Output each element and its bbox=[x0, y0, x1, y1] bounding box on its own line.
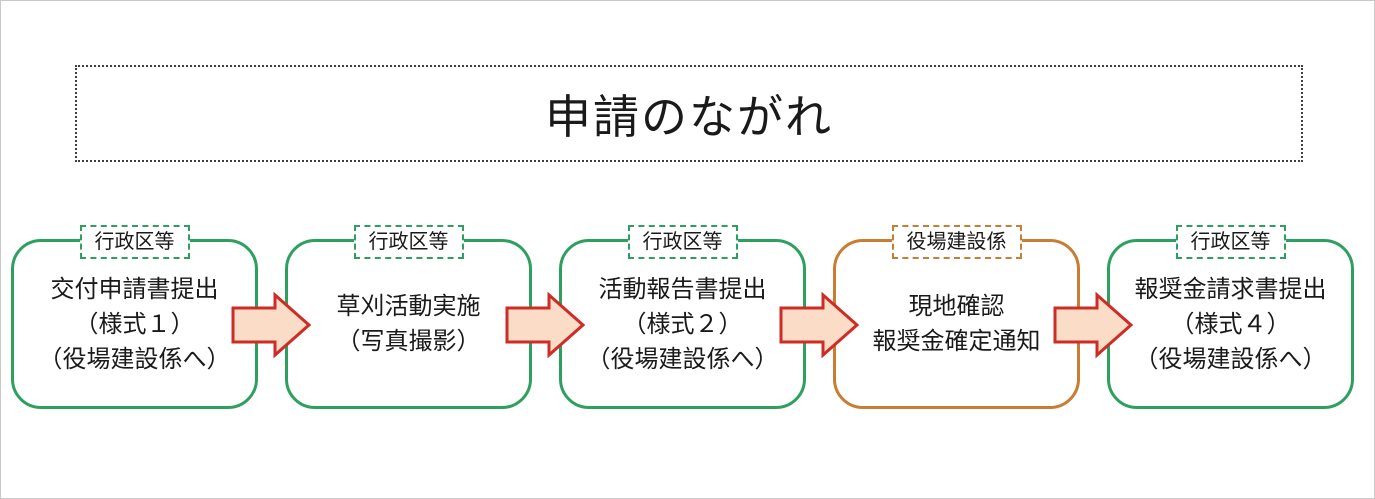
title-box: 申請のながれ bbox=[75, 65, 1303, 162]
page-title: 申請のながれ bbox=[545, 90, 833, 143]
actor-label-text: 行政区等 bbox=[1190, 231, 1271, 253]
step-text-line: （役場建設係へ） bbox=[1134, 345, 1327, 373]
step-text-line: （様式１） bbox=[74, 310, 195, 338]
flow-step-report: 行政区等 活動報告書提出 （様式２） （役場建設係へ） bbox=[559, 225, 806, 409]
step-text: 活動報告書提出 （様式２） （役場建設係へ） bbox=[587, 272, 779, 377]
step-text-line: （様式２） bbox=[622, 310, 743, 338]
step-text: 草刈活動実施 （写真撮影） bbox=[337, 289, 481, 359]
actor-label-text: 役場建設係 bbox=[906, 231, 1007, 253]
step-text-line: 報奨金確定通知 bbox=[872, 328, 1041, 355]
actor-label: 行政区等 bbox=[353, 225, 464, 259]
step-text-line: 報奨金請求書提出 bbox=[1134, 275, 1327, 303]
step-text-line: （写真撮影） bbox=[336, 328, 481, 355]
actor-label: 役場建設係 bbox=[891, 225, 1022, 259]
flow-step-application: 行政区等 交付申請書提出 （様式１） （役場建設係へ） bbox=[11, 225, 258, 409]
step-text-line: 活動報告書提出 bbox=[598, 275, 767, 303]
actor-label-text: 行政区等 bbox=[642, 231, 723, 253]
step-text-line: （役場建設係へ） bbox=[38, 345, 231, 373]
flow-arrow-icon bbox=[779, 290, 859, 360]
actor-label: 行政区等 bbox=[79, 225, 190, 259]
flow-step-inspection: 役場建設係 現地確認 報奨金確定通知 bbox=[833, 225, 1080, 409]
flow-diagram: 行政区等 交付申請書提出 （様式１） （役場建設係へ） 行政区等 草刈活動実施 … bbox=[11, 225, 1354, 409]
step-text-line: 交付申請書提出 bbox=[50, 275, 219, 303]
actor-label-text: 行政区等 bbox=[368, 231, 449, 253]
step-text: 報奨金請求書提出 （様式４） （役場建設係へ） bbox=[1135, 272, 1327, 377]
step-text: 現地確認 報奨金確定通知 bbox=[873, 289, 1041, 359]
actor-label: 行政区等 bbox=[1175, 225, 1286, 259]
actor-label: 行政区等 bbox=[627, 225, 738, 259]
step-text-line: 草刈活動実施 bbox=[336, 293, 481, 320]
flow-step-invoice: 行政区等 報奨金請求書提出 （様式４） （役場建設係へ） bbox=[1107, 225, 1354, 409]
flow-arrow-icon bbox=[505, 290, 585, 360]
flow-arrow-icon bbox=[1053, 290, 1133, 360]
actor-label-text: 行政区等 bbox=[94, 231, 175, 253]
step-text-line: （役場建設係へ） bbox=[586, 345, 779, 373]
step-text-line: 現地確認 bbox=[908, 293, 1005, 320]
flow-arrow-icon bbox=[231, 290, 311, 360]
flow-step-mowing: 行政区等 草刈活動実施 （写真撮影） bbox=[285, 225, 532, 409]
step-text-line: （様式４） bbox=[1170, 310, 1291, 338]
step-text: 交付申請書提出 （様式１） （役場建設係へ） bbox=[39, 272, 231, 377]
